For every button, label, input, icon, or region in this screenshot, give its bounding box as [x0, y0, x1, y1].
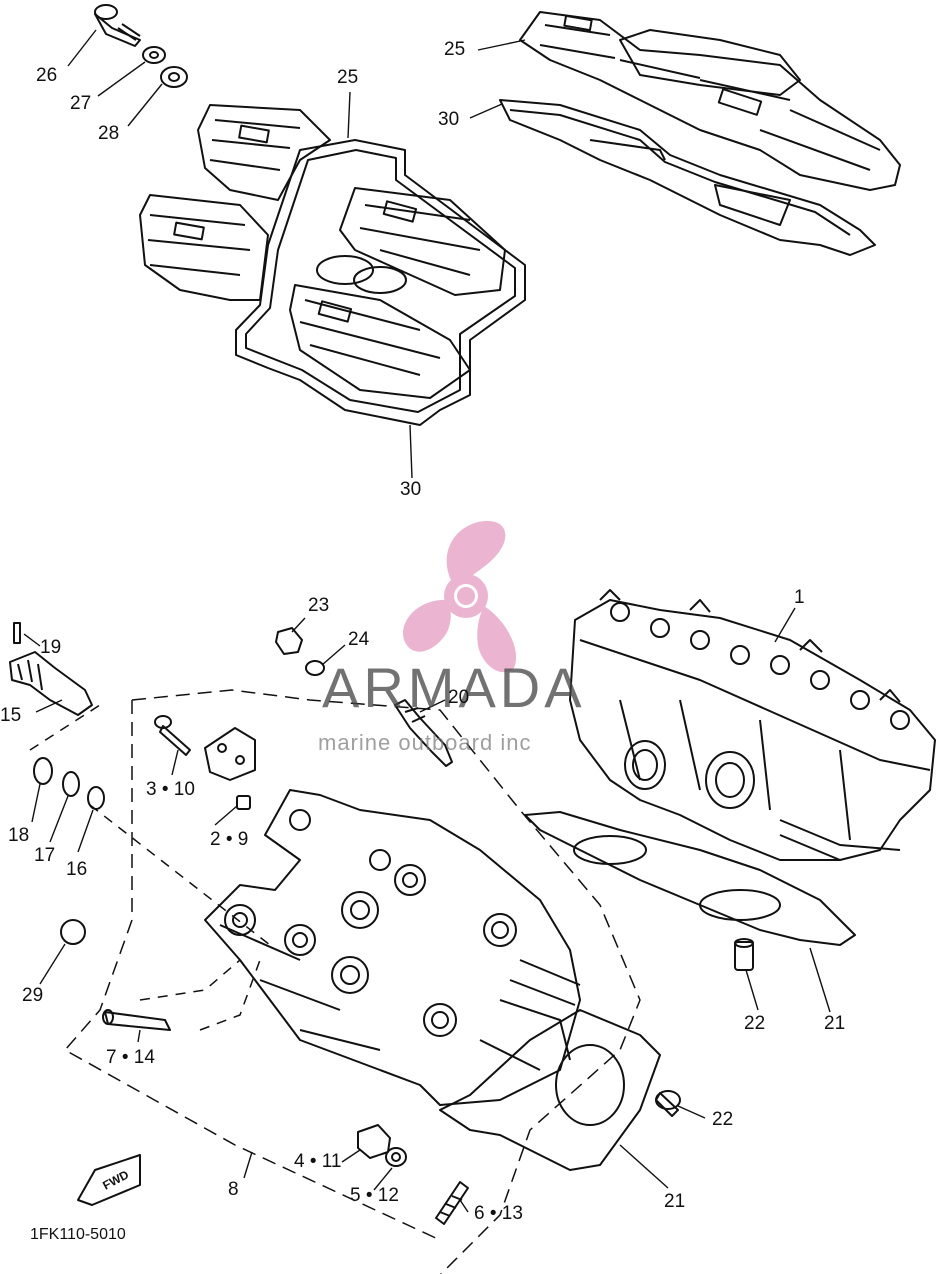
callout-3-10: 3 • 10	[146, 779, 195, 800]
callout-2-9: 2 • 9	[210, 829, 249, 850]
plug-29-icon	[60, 919, 86, 945]
drawing-code: 1FK110-5010	[30, 1226, 126, 1243]
callout-18: 18	[8, 825, 30, 846]
callout-26: 26	[36, 65, 58, 86]
bolt-26-icon	[94, 4, 141, 47]
fwd-arrow-icon	[77, 1154, 141, 1206]
dowel-22-lower-icon	[655, 1090, 681, 1117]
washer-27-icon	[142, 46, 166, 64]
head-gasket-lower	[439, 1009, 661, 1171]
assembly-8-boundary	[64, 689, 641, 1274]
nut-23-icon	[275, 627, 303, 655]
head-gasket-upper	[524, 811, 856, 946]
pin-19-icon	[13, 622, 21, 644]
guide-tube-7-14-icon	[102, 1009, 171, 1031]
callout-16: 16	[66, 859, 88, 880]
callout-23: 23	[308, 595, 330, 616]
watermark-brand: ARMADA	[322, 656, 586, 719]
callout-5-12: 5 • 12	[350, 1185, 399, 1206]
cover-gasket-right	[499, 99, 876, 256]
callout-21-upper: 21	[824, 1013, 846, 1034]
callout-22-upper: 22	[744, 1013, 766, 1034]
grommet-28-icon	[160, 66, 188, 88]
spark-plug-20-icon	[394, 699, 453, 767]
callout-27: 27	[70, 93, 92, 114]
propeller-logo-icon	[403, 521, 517, 673]
callout-6-13: 6 • 13	[474, 1203, 523, 1224]
callout-25-left: 25	[337, 67, 359, 88]
callout-30-left: 30	[400, 479, 422, 500]
callout-4-11: 4 • 11	[294, 1151, 342, 1172]
o-ring-16-icon	[87, 786, 105, 810]
bracket-plate-icon	[204, 727, 256, 781]
bolt-3-10-icon	[154, 715, 191, 756]
dowel-22-upper-icon	[734, 938, 754, 971]
callout-29: 29	[22, 985, 44, 1006]
o-ring-17-icon	[62, 771, 80, 797]
callout-7-14: 7 • 14	[106, 1047, 155, 1068]
callout-20: 20	[448, 687, 470, 708]
callout-28: 28	[98, 123, 120, 144]
callout-15: 15	[0, 705, 22, 726]
washer-24-icon	[305, 660, 325, 676]
stud-6-13-icon	[435, 1181, 469, 1225]
callout-25-right: 25	[444, 39, 466, 60]
o-ring-18-icon	[33, 757, 53, 785]
head-cover-left	[139, 104, 526, 426]
cylinder-head-right	[569, 589, 936, 861]
cylinder-head-front	[204, 789, 581, 1106]
callout-19: 19	[40, 637, 62, 658]
callout-30-right: 30	[438, 109, 460, 130]
washer-5-12-icon	[385, 1147, 407, 1167]
seal-2-9-icon	[236, 795, 251, 810]
callout-17: 17	[34, 845, 56, 866]
cap-nut-4-11-icon	[357, 1124, 391, 1159]
leader-lines	[23, 29, 831, 1213]
callout-21-lower: 21	[664, 1191, 686, 1212]
watermark-tagline: marine outboard inc	[318, 730, 532, 755]
callout-8: 8	[228, 1179, 239, 1200]
callout-1: 1	[794, 587, 805, 608]
head-cover-right	[519, 11, 901, 191]
callout-22-lower: 22	[712, 1109, 734, 1130]
callout-24: 24	[348, 629, 370, 650]
valve-guide-15-icon	[9, 651, 93, 716]
